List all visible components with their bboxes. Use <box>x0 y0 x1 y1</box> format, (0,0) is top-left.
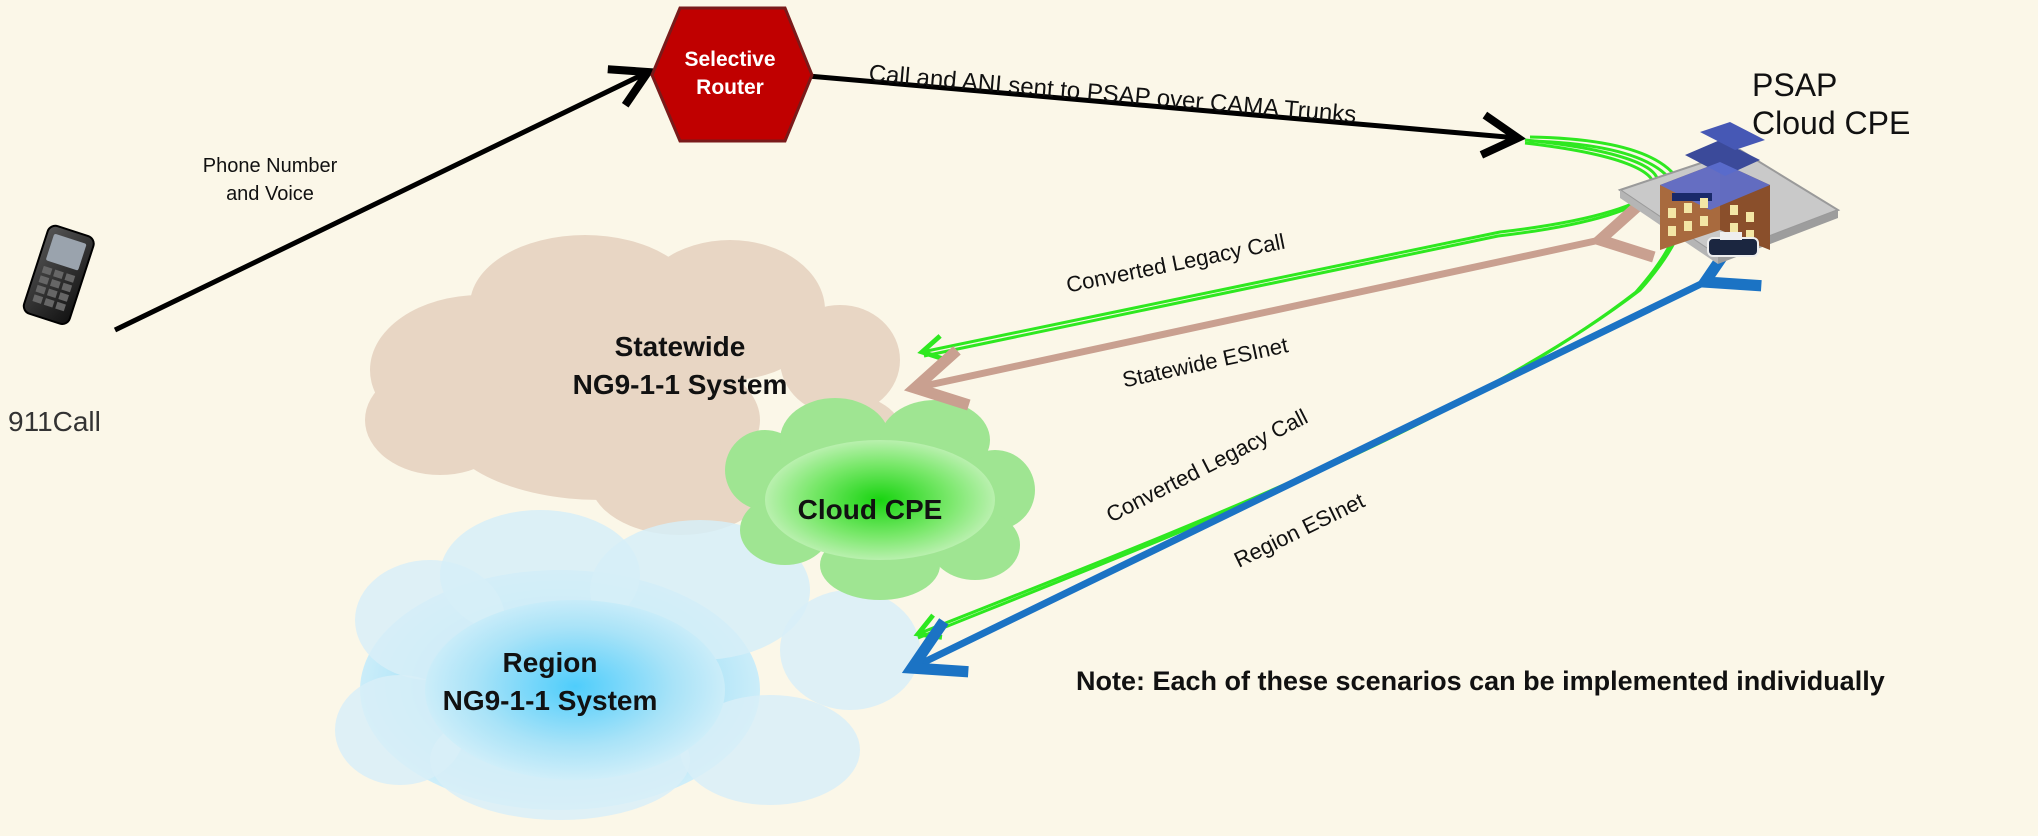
selective-router-label: Selective Router <box>684 48 776 99</box>
phone-to-router-arrow <box>113 65 656 333</box>
converted-legacy-call-arrows <box>913 135 1687 640</box>
police-station-icon <box>1617 122 1841 264</box>
cloud-cpe-label: Cloud CPE <box>797 494 943 525</box>
mobile-phone-icon <box>22 224 95 325</box>
region-label: Region NG9-1-1 System <box>442 647 658 716</box>
psap-label: PSAP Cloud CPE <box>1752 67 1911 141</box>
region-cloud <box>335 510 920 820</box>
router-to-psap-arrow <box>807 73 1527 159</box>
statewide-esinet-arrow <box>903 198 1656 411</box>
phone-label: 911Call <box>8 406 101 437</box>
selective-router-hexagon <box>650 6 814 143</box>
phone-to-router-label: Phone Number and Voice <box>202 155 338 205</box>
region-esinet-arrow <box>901 232 1762 678</box>
statewide-label: Statewide NG9-1-1 System <box>572 331 788 400</box>
note-text: Note: Each of these scenarios can be imp… <box>1076 666 1885 696</box>
